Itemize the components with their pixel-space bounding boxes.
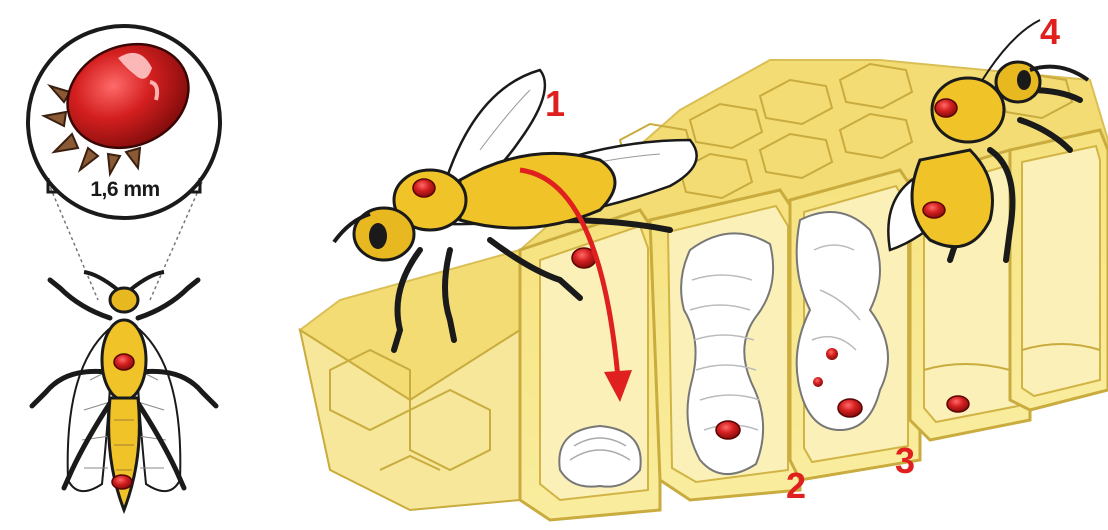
mite-on-larva xyxy=(716,421,740,439)
bee-top-view xyxy=(32,272,216,510)
mite-young-2 xyxy=(813,377,823,387)
scale-label: 1,6 mm xyxy=(60,178,190,202)
bee-abdomen xyxy=(109,398,140,510)
bee1-eye xyxy=(369,223,387,249)
bee4-mite-1 xyxy=(935,99,957,117)
cell-2 xyxy=(650,190,800,500)
mite-adult-in-cell xyxy=(838,399,862,417)
larva-small xyxy=(559,426,640,487)
bee4-mite-2 xyxy=(923,202,945,218)
bee1-mite-on-back xyxy=(413,179,435,197)
magnified-mite-group xyxy=(28,26,220,300)
step-number-3: 3 xyxy=(895,443,915,479)
cell-5 xyxy=(1010,130,1108,410)
mite-in-empty-cell xyxy=(947,396,969,412)
mite-on-thorax xyxy=(114,354,134,370)
step-number-2: 2 xyxy=(786,468,806,504)
bee4-eye xyxy=(1017,70,1031,90)
bee-head xyxy=(110,288,138,312)
mite-on-abdomen xyxy=(112,475,132,489)
mite-young-1 xyxy=(826,348,838,360)
bee4-abdomen xyxy=(912,150,993,247)
pupa xyxy=(797,212,888,430)
step-number-1: 1 xyxy=(545,86,565,122)
step-number-4: 4 xyxy=(1040,14,1060,50)
